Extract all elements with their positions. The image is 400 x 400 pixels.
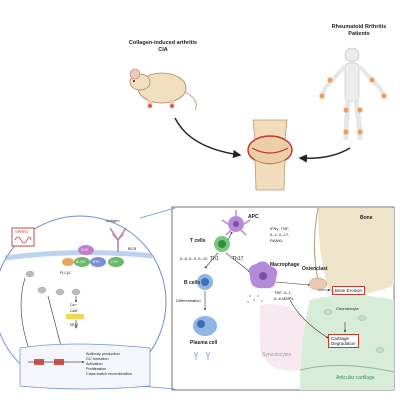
synoviocytes-label: Synoviocytes [262, 352, 292, 358]
cia-title-line2: CIA [158, 47, 168, 53]
osteoclast-cell [308, 277, 328, 291]
sprr3-label: SPRR3 [15, 229, 29, 234]
kinase-blobs [62, 245, 124, 267]
mac-cytokines-1: IFNγ, TNF, [270, 226, 290, 231]
synovium-region [260, 304, 305, 371]
signal-nodes [25, 270, 81, 296]
cartilage-degradation-box: Cartilage Degradation [328, 334, 359, 348]
cytokine-dots [247, 295, 263, 303]
plasma-cell [193, 316, 217, 336]
bcr-label: BCR [128, 246, 137, 251]
ra-title-line2: Patients [348, 31, 370, 37]
mac-out-cytokines-2: IL-6,MMPs [274, 296, 294, 301]
bone-erosion-box: Bone Erosion [332, 286, 366, 295]
chondrocyte-cells [323, 309, 385, 353]
nfat-label: NFAT [70, 323, 79, 327]
plasma-cell-label: Plasma cell [190, 340, 218, 346]
output-item: Proliferation [86, 367, 107, 371]
t-cell [214, 236, 230, 252]
bcr-receptor-icon [109, 227, 127, 252]
articular-cartilage-label: Articular cartilage [336, 375, 375, 381]
mouse-illustration [129, 68, 197, 111]
calcineurin-box [66, 314, 84, 319]
human-illustration [320, 47, 386, 140]
zoom-line-top [139, 207, 176, 219]
t-cells-label: T cells [190, 238, 206, 244]
apc-label: APC [248, 214, 259, 220]
bone-region [318, 208, 394, 295]
macrophage-cell [248, 261, 278, 289]
th1-label: Th1 [210, 256, 219, 262]
antigen-label: Antigen [106, 218, 120, 223]
mac-out-cytokines-1: TNF, IL-1, [274, 290, 292, 295]
mac-cytokines-2: IL-2, IL-17, [270, 232, 290, 237]
th17-label: Th17 [232, 256, 244, 262]
output-item: GC formation [86, 357, 109, 361]
cytokines-left-label: IL-6, IL-9, IL-10 [180, 256, 208, 261]
arrow-mouse-to-joint [174, 117, 242, 159]
sprr3-box [11, 227, 35, 247]
bone-label: Bone [360, 215, 373, 221]
chondrocyte-label: Chondrocyte [336, 306, 359, 311]
syk-label: SYK [81, 248, 89, 252]
inflamed-joints [319, 77, 387, 135]
nucleus [19, 343, 151, 390]
plcg-label: PLCγ2 [60, 271, 71, 275]
lyn-label: LYN [111, 260, 118, 264]
output-item: Class switch recombination [86, 372, 133, 376]
cartilage-degradation-line1: Cartilage [331, 336, 350, 341]
antibodies-icon [193, 351, 211, 360]
knee-joint-illustration [247, 119, 293, 191]
cia-title-line1: Collagen-induced arthritis [128, 40, 198, 46]
ca-label: Ca²⁺ [70, 303, 78, 307]
b-cells-label: B cells [184, 280, 201, 286]
b-cell [197, 274, 213, 290]
apc-cell [221, 210, 251, 236]
cam-label: CaM [70, 309, 78, 313]
blnk-label: BLNK [76, 260, 86, 264]
arrow-human-to-joint [298, 147, 351, 163]
output-item: Activation [86, 362, 103, 366]
osteoclast-label: Osteoclast [302, 266, 328, 272]
outputs-list: Antibody production GC formation Activat… [86, 352, 132, 377]
output-item: Antibody production [86, 352, 120, 356]
differentiation-label: Differentiation [176, 298, 201, 303]
ra-title-line1: Rheumatoid Rrthritis [331, 24, 387, 30]
cartilage-degradation-line2: Degradation [331, 341, 356, 346]
macrophage-label: Macrophage [270, 262, 300, 268]
btk-label: BTK [93, 260, 100, 264]
mac-cytokines-3: RANKL [270, 238, 284, 243]
